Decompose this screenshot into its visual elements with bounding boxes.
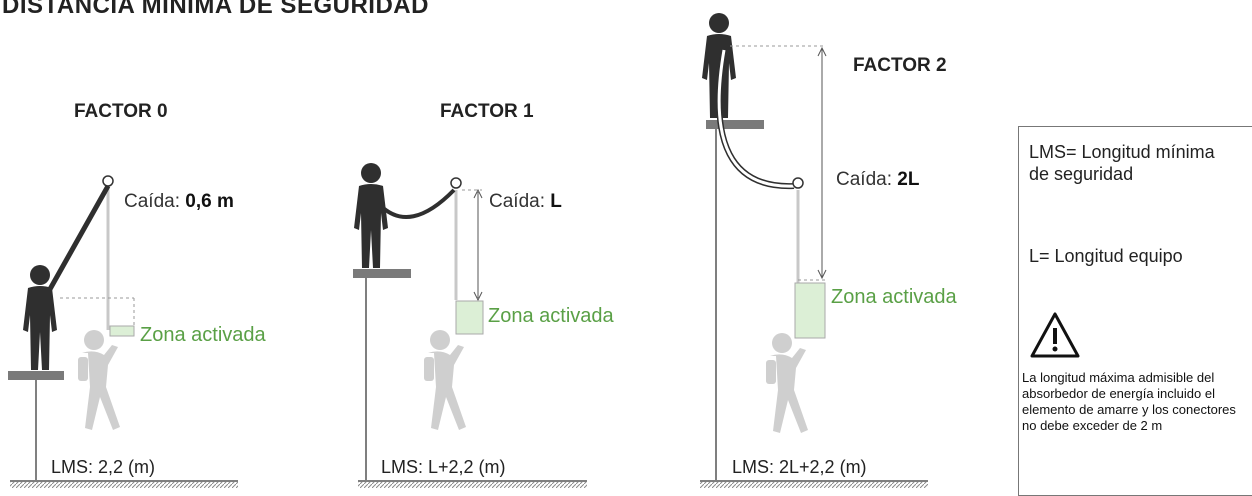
zona-activada-box: [455, 300, 484, 335]
panel-factor-1: [353, 163, 484, 480]
fallen-worker-icon: [424, 330, 466, 430]
platform: [706, 120, 764, 129]
factor-2-label: FACTOR 2: [853, 55, 947, 76]
anchor-ring-icon: [450, 177, 462, 189]
ground-panel-3: [700, 480, 928, 488]
warning-triangle-icon: [1030, 312, 1080, 358]
caida-prefix: Caída:: [489, 191, 545, 212]
page-title: DISTANCIA MINIMA DE SEGURIDAD: [2, 0, 429, 19]
ground-panel-1: [10, 480, 238, 488]
platform: [8, 371, 64, 380]
lms-label: LMS: 2L+2,2 (m): [732, 457, 867, 477]
caida-prefix: Caída:: [836, 169, 892, 190]
standing-worker-icon: [354, 163, 388, 268]
factor-1-label: FACTOR 1: [440, 101, 534, 122]
platform: [353, 269, 411, 278]
caida-value: 2L: [897, 169, 920, 190]
zona-activada-label: Zona activada: [140, 324, 266, 346]
fallen-worker-icon: [78, 330, 120, 430]
caida-label: Caída: L: [489, 191, 562, 213]
caida-prefix: Caída:: [124, 191, 180, 212]
legend-box: LMS= Longitud mínima de seguridad L= Lon…: [1018, 126, 1252, 496]
fallen-worker-icon: [766, 333, 808, 433]
zona-activada-box: [794, 282, 826, 339]
lms-label: LMS: L+2,2 (m): [381, 457, 506, 477]
panel-factor-2: [702, 13, 827, 480]
zona-activada-box: [109, 325, 135, 337]
caida-label: Caída: 0,6 m: [124, 191, 234, 213]
anchor-ring-icon: [102, 175, 114, 187]
lms-definition: LMS= Longitud mínima de seguridad: [1029, 142, 1215, 184]
ground-panel-2: [358, 480, 587, 488]
zona-activada-label: Zona activada: [831, 286, 957, 308]
factor-0-label: FACTOR 0: [74, 101, 168, 122]
zona-activada-label: Zona activada: [488, 305, 614, 327]
lms-label: LMS: 2,2 (m): [51, 457, 156, 477]
lanyard: [42, 184, 111, 300]
caida-label: Caída: 2L: [836, 169, 919, 191]
panel-factor-0: [8, 175, 135, 480]
caida-value: L: [550, 191, 562, 212]
lanyard: [378, 188, 456, 219]
l-definition: L= Longitud equipo: [1029, 246, 1183, 266]
warning-note: La longitud máxima admisible del absorbe…: [1022, 370, 1236, 433]
anchor-ring-icon: [792, 177, 804, 189]
caida-value: 0,6 m: [185, 191, 234, 212]
